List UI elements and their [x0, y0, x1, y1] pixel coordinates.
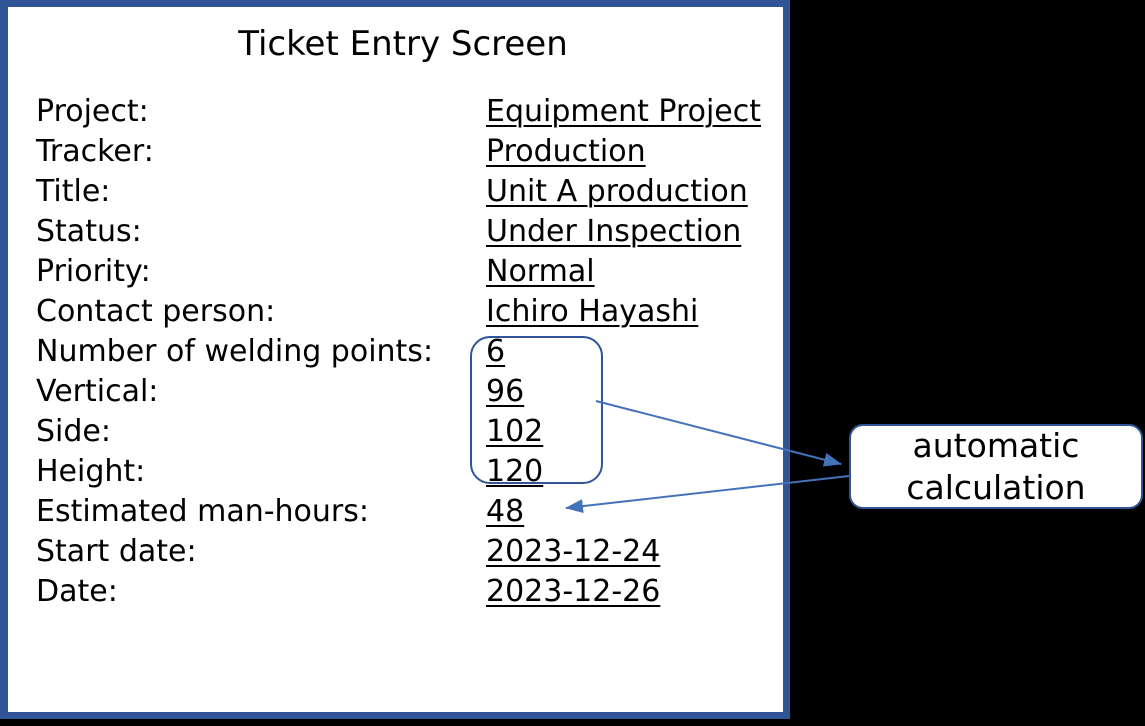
field-label-date: Date:: [36, 574, 118, 609]
field-value-side[interactable]: 102: [486, 414, 544, 449]
annotation-callout-automatic-calculation: automatic calculation: [849, 424, 1143, 509]
field-label-estimated-man-hours: Estimated man-hours:: [36, 494, 369, 529]
field-label-welding-points: Number of welding points:: [36, 334, 434, 369]
field-label-project: Project:: [36, 94, 149, 129]
field-value-date[interactable]: 2023-12-26: [486, 574, 661, 609]
field-row-contact-person: Contact person: Ichiro Hayashi: [36, 292, 786, 332]
field-value-tracker[interactable]: Production: [486, 134, 646, 169]
field-value-title[interactable]: Unit A production: [486, 174, 748, 209]
annotation-callout-line-1: automatic: [912, 426, 1080, 465]
field-label-vertical: Vertical:: [36, 374, 159, 409]
ticket-field-list: Project: Equipment Project Tracker: Prod…: [36, 92, 786, 612]
field-value-welding-points[interactable]: 6: [486, 334, 506, 369]
field-value-project[interactable]: Equipment Project: [486, 94, 762, 129]
field-row-status: Status: Under Inspection: [36, 212, 786, 252]
field-value-priority[interactable]: Normal: [486, 254, 595, 289]
field-value-contact-person[interactable]: Ichiro Hayashi: [486, 294, 699, 329]
field-value-estimated-man-hours[interactable]: 48: [486, 494, 525, 529]
annotation-callout-line-2: calculation: [906, 468, 1086, 507]
ticket-entry-panel: Ticket Entry Screen Project: Equipment P…: [0, 0, 790, 719]
field-row-welding-points: Number of welding points: 6: [36, 332, 786, 372]
field-row-estimated-man-hours: Estimated man-hours: 48: [36, 492, 786, 532]
field-row-height: Height: 120: [36, 452, 786, 492]
field-label-title: Title:: [36, 174, 111, 209]
field-label-side: Side:: [36, 414, 111, 449]
field-label-height: Height:: [36, 454, 146, 489]
field-row-date: Date: 2023-12-26: [36, 572, 786, 612]
field-row-side: Side: 102: [36, 412, 786, 452]
field-value-start-date[interactable]: 2023-12-24: [486, 534, 661, 569]
field-label-contact-person: Contact person:: [36, 294, 276, 329]
field-label-tracker: Tracker:: [36, 134, 154, 169]
field-row-start-date: Start date: 2023-12-24: [36, 532, 786, 572]
field-row-tracker: Tracker: Production: [36, 132, 786, 172]
field-value-status[interactable]: Under Inspection: [486, 214, 742, 249]
field-row-priority: Priority: Normal: [36, 252, 786, 292]
field-value-height[interactable]: 120: [486, 454, 544, 489]
field-row-vertical: Vertical: 96: [36, 372, 786, 412]
field-label-status: Status:: [36, 214, 142, 249]
field-value-vertical[interactable]: 96: [486, 374, 525, 409]
field-label-start-date: Start date:: [36, 534, 197, 569]
page-title: Ticket Entry Screen: [238, 24, 568, 64]
field-row-project: Project: Equipment Project: [36, 92, 786, 132]
field-label-priority: Priority:: [36, 254, 151, 289]
field-row-title: Title: Unit A production: [36, 172, 786, 212]
